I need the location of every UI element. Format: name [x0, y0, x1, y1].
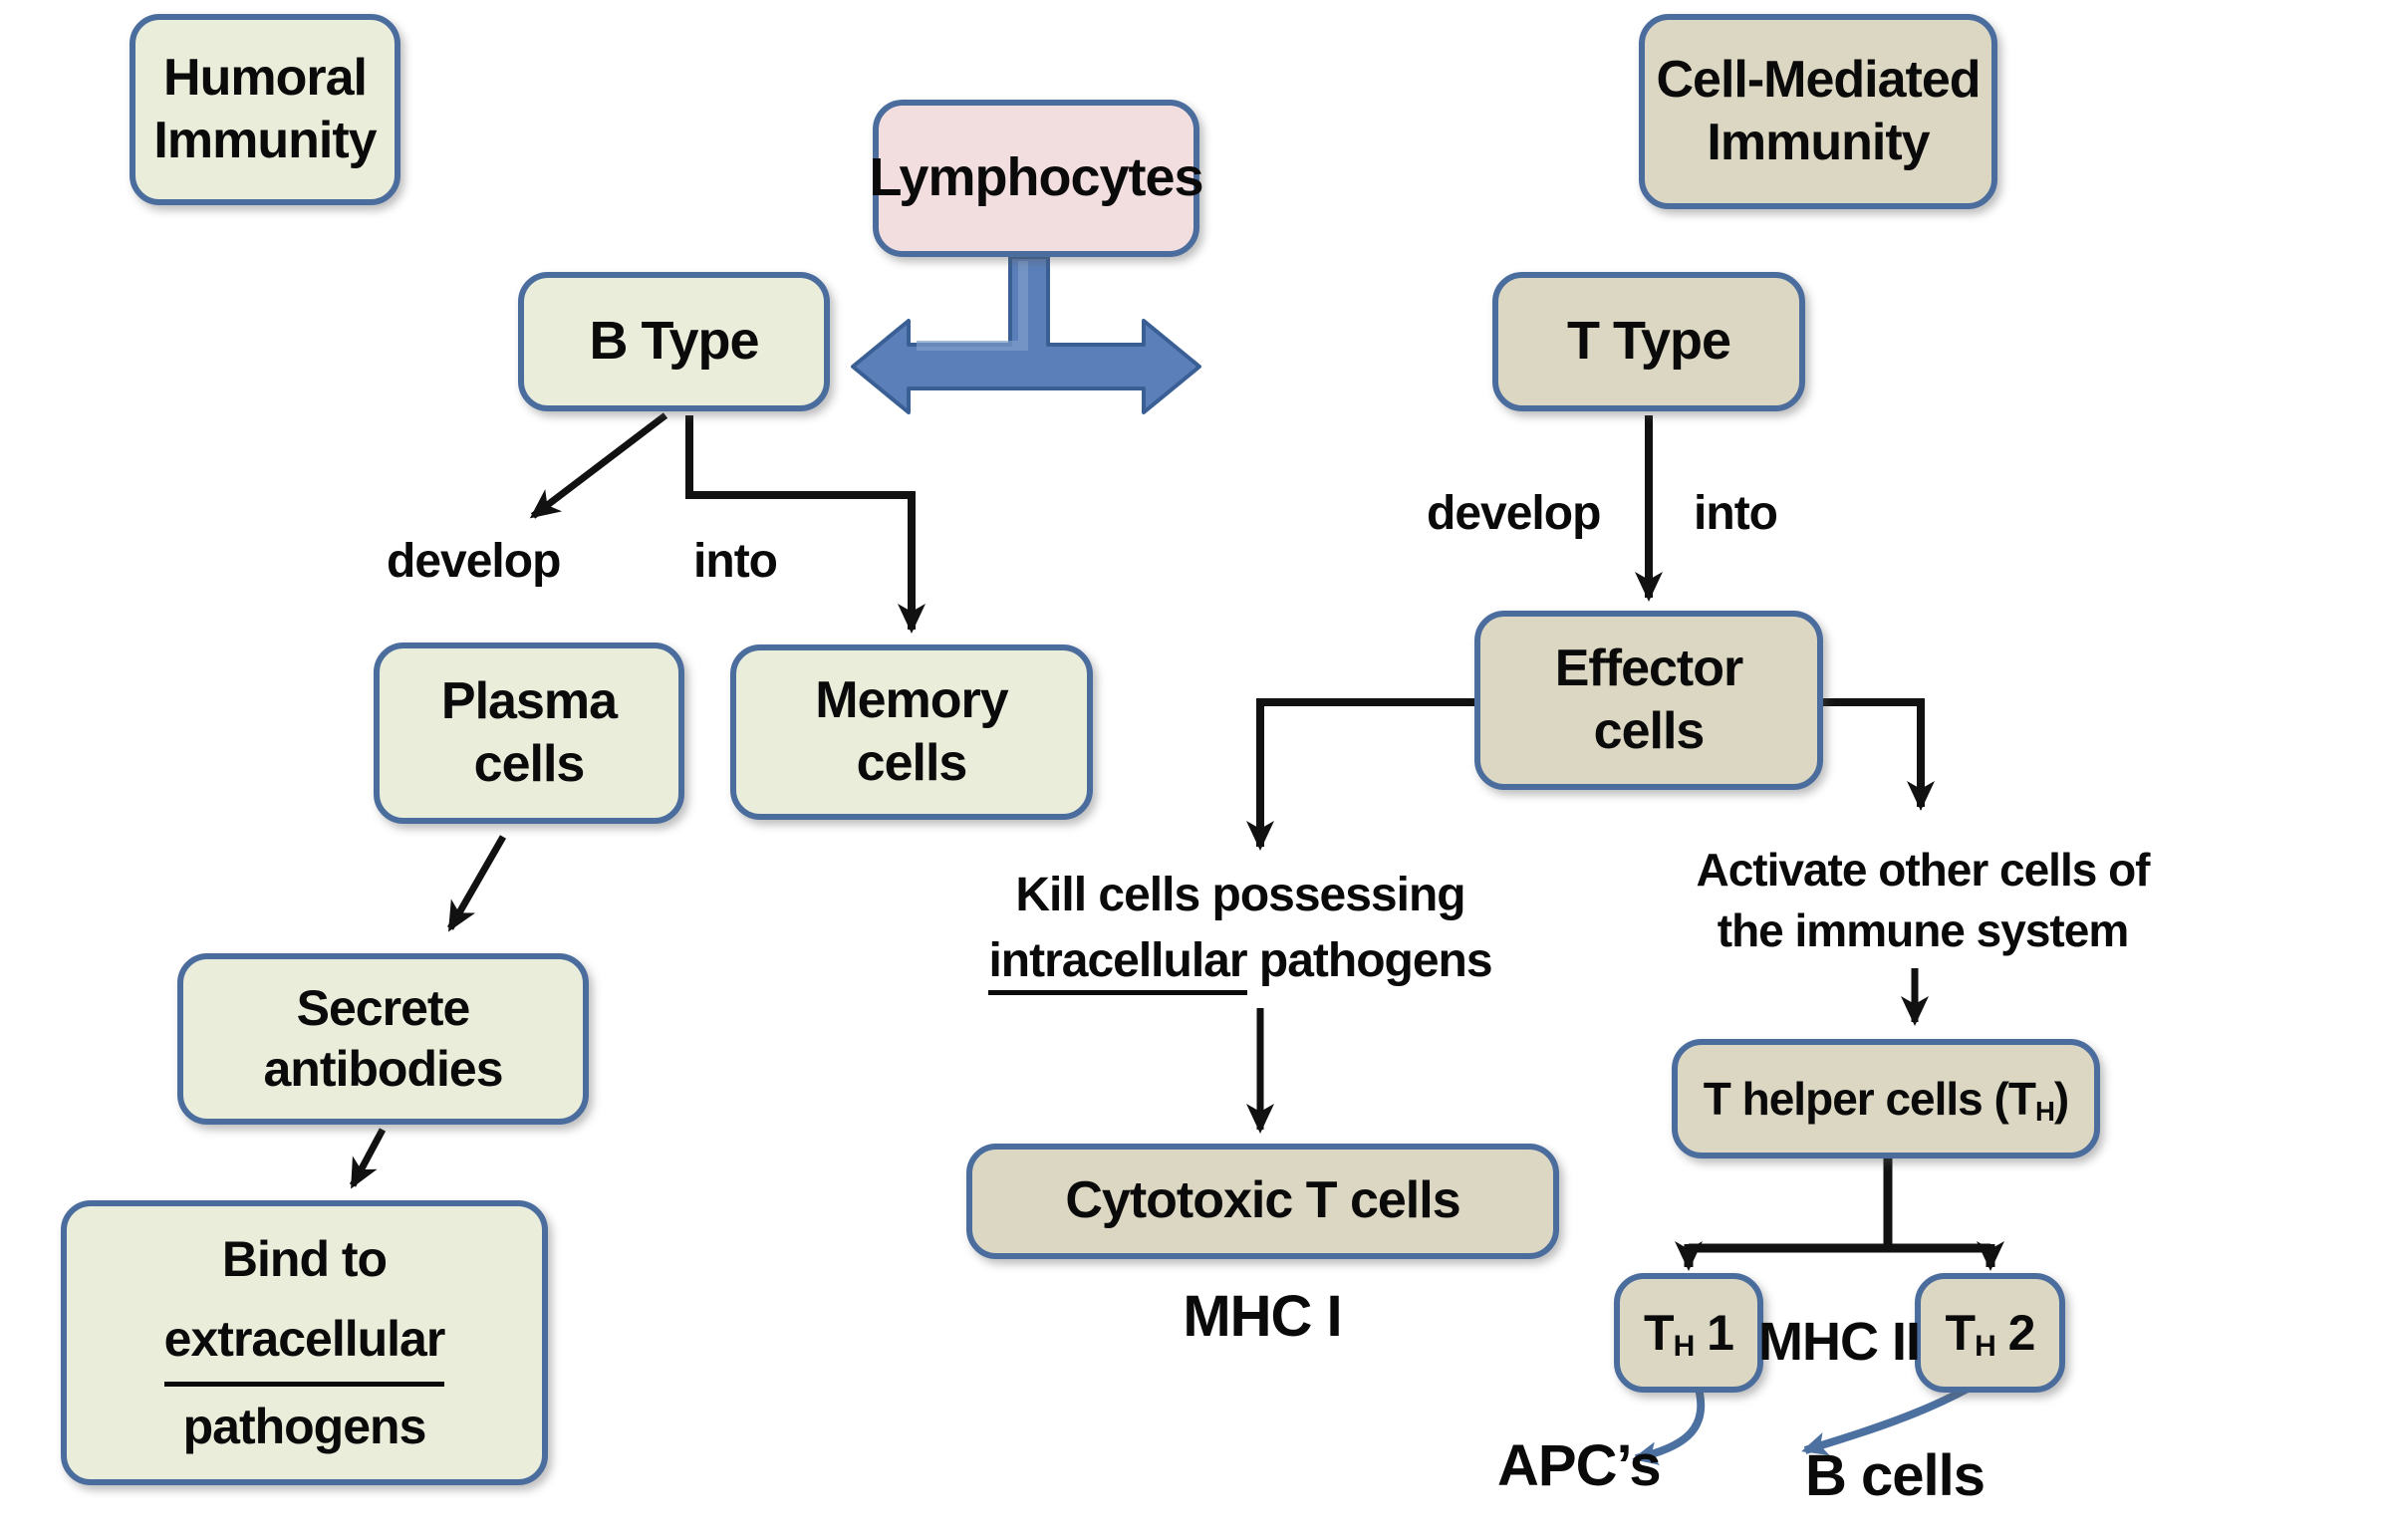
- label-kill-cells: Kill cells possessing intracellular path…: [941, 863, 1539, 996]
- box-label: B Type: [589, 311, 759, 372]
- arrow-plasma-to-secrete: [446, 835, 507, 932]
- label-mhc-2: MHC II: [1758, 1312, 1921, 1372]
- arrow-secrete-to-bind: [349, 1128, 387, 1189]
- label-develop-into-right: develop into: [1427, 487, 1778, 540]
- arrow-th1-to-apcs: [1632, 1383, 1706, 1465]
- box-memory-cells: Memory cells: [730, 644, 1093, 820]
- box-t-helper-cells: T helper cells (TH): [1672, 1039, 2100, 1158]
- box-lymphocytes: Lymphocytes: [869, 100, 1204, 257]
- box-th1: TH 1: [1614, 1273, 1763, 1393]
- subscript: H: [1975, 1330, 1996, 1364]
- box-t-type: T Type: [1492, 272, 1805, 411]
- box-humoral-immunity: Humoral Immunity: [130, 14, 400, 205]
- lymphocyte-split-arrow: [851, 255, 1201, 414]
- subscript: H: [2034, 1096, 2055, 1127]
- arrow-btype-to-memory: [685, 415, 926, 634]
- label-develop-into-left: develop into: [387, 535, 778, 588]
- box-label: T helper cells (TH): [1703, 1072, 2070, 1127]
- label-b-cells: B cells: [1805, 1443, 1986, 1508]
- box-label: TH 1: [1644, 1304, 1734, 1364]
- box-label: cells: [856, 734, 968, 792]
- box-label: Immunity: [1707, 114, 1930, 171]
- box-label: Humoral: [163, 48, 368, 107]
- label-mhc-1: MHC I: [1183, 1284, 1342, 1349]
- box-bind-extracellular-pathogens: Bind to extracellular pathogens: [61, 1200, 548, 1485]
- box-b-type: B Type: [518, 272, 830, 411]
- label-underlined-word: intracellular: [988, 934, 1248, 996]
- box-label: Lymphocytes: [869, 147, 1203, 208]
- box-th2: TH 2: [1915, 1273, 2065, 1393]
- box-label: Plasma: [440, 671, 618, 730]
- box-label: Effector: [1554, 639, 1743, 697]
- box-label: Memory: [815, 670, 1008, 729]
- box-label: cells: [1593, 702, 1706, 760]
- box-secrete-antibodies: Secrete antibodies: [177, 953, 589, 1125]
- arrow-btype-to-develop: [529, 412, 668, 519]
- subscript: H: [1673, 1330, 1696, 1364]
- box-plasma-cells: Plasma cells: [374, 642, 684, 824]
- arrow-effector-to-kill: [1246, 698, 1474, 851]
- box-cell-mediated-immunity: Cell-Mediated Immunity: [1639, 14, 1997, 209]
- label-activate-other-cells: Activate other cells of the immune syste…: [1696, 844, 2150, 956]
- box-label: T Type: [1566, 311, 1731, 372]
- label-apcs: APC’s: [1497, 1433, 1662, 1498]
- box-label: Cell-Mediated: [1656, 50, 1981, 109]
- box-label-underlined: extracellular: [163, 1299, 445, 1387]
- box-cytotoxic-t-cells: Cytotoxic T cells: [966, 1144, 1559, 1259]
- box-label: Cytotoxic T cells: [1065, 1171, 1460, 1230]
- box-effector-cells: Effector cells: [1474, 611, 1823, 790]
- box-label: Secrete: [296, 980, 471, 1036]
- box-label: Bind to: [221, 1231, 388, 1287]
- arrow-effector-to-activate: [1823, 698, 1935, 811]
- box-label: cells: [473, 735, 586, 793]
- box-label: pathogens: [182, 1399, 427, 1454]
- box-label: Immunity: [153, 112, 377, 169]
- split-thelper-stem: [1689, 1158, 1990, 1253]
- box-label: antibodies: [263, 1041, 503, 1097]
- box-label: TH 2: [1945, 1304, 2036, 1364]
